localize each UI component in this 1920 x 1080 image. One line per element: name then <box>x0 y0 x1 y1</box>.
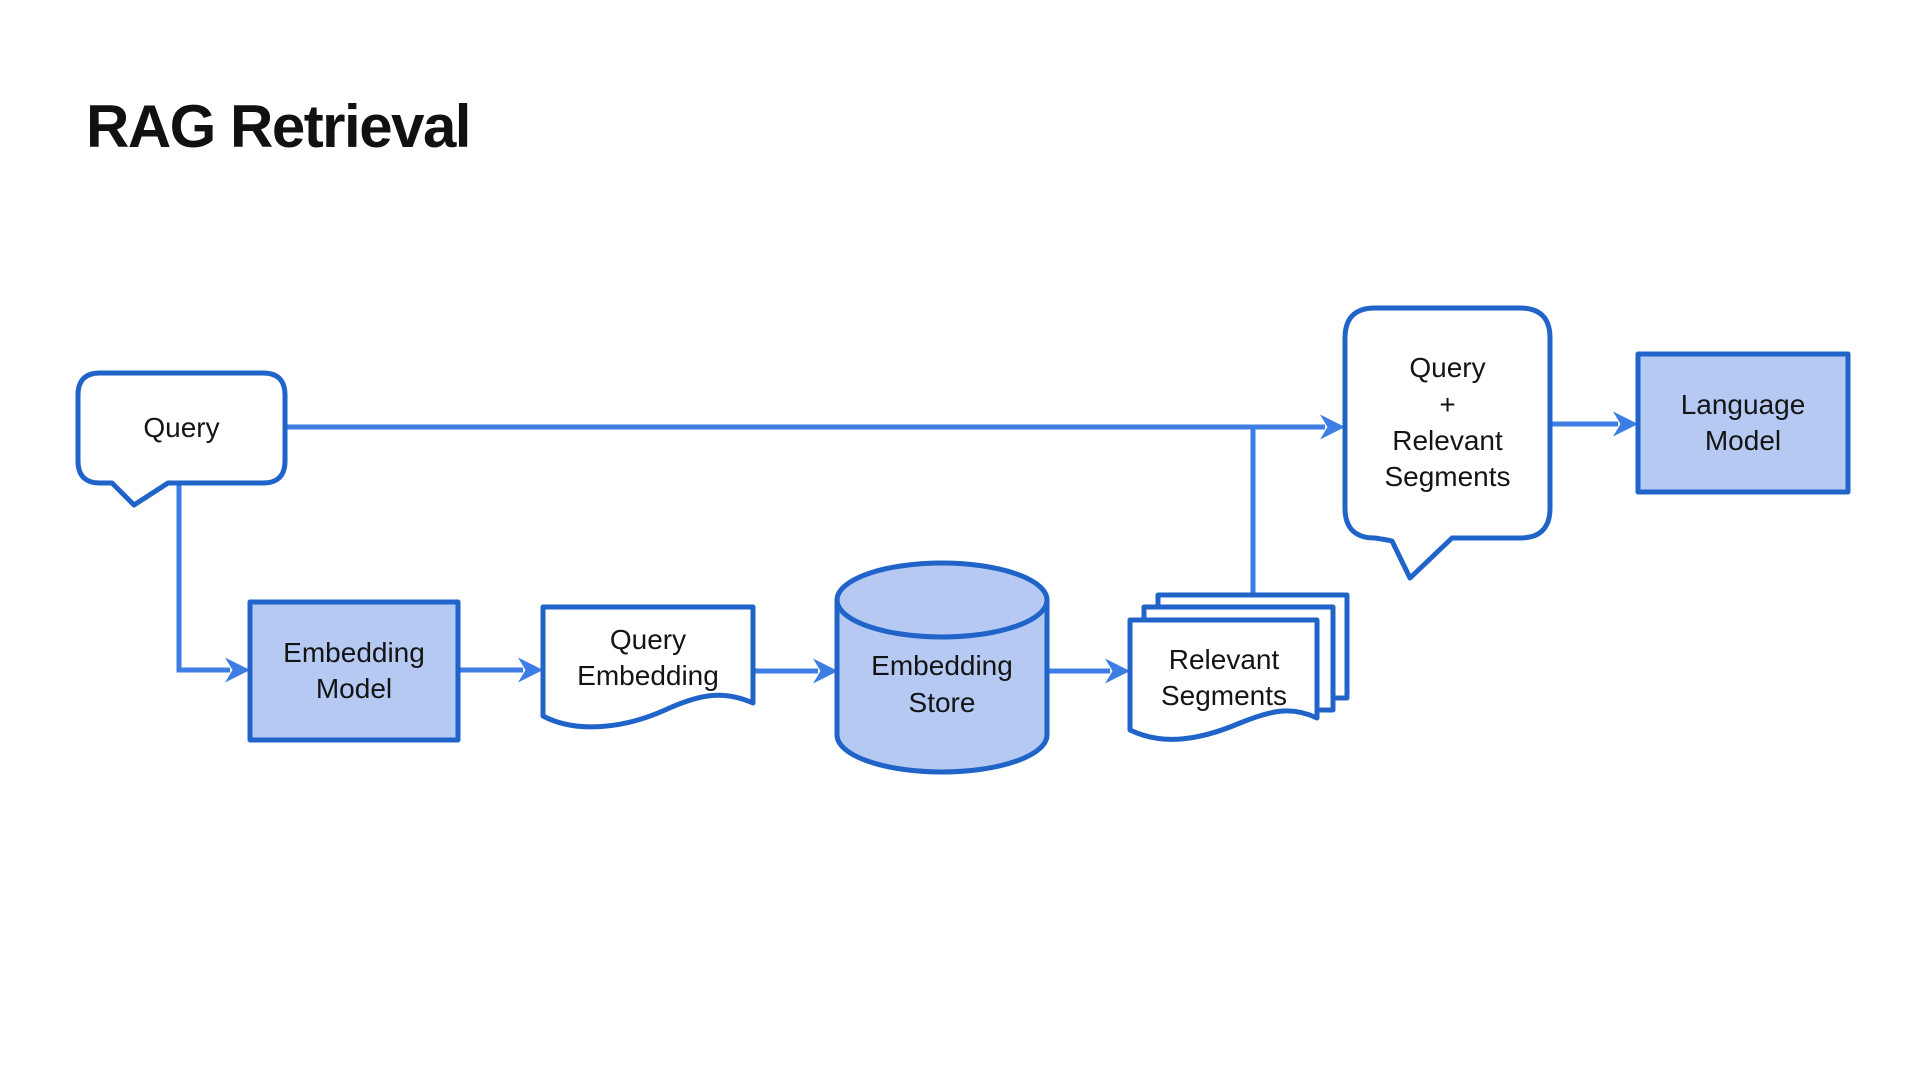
language-model-node-shape <box>1635 351 1851 495</box>
relevant-segments-node-shape <box>1127 617 1320 742</box>
query-node-shape <box>75 370 288 508</box>
embedding-store-body-shape <box>834 597 1050 775</box>
embedding-store-top-shape <box>834 560 1050 640</box>
embedding-model-node-shape <box>247 599 461 743</box>
arrow-query-to-embedding-model <box>176 485 250 683</box>
query-embedding-node-shape <box>540 604 756 730</box>
diagram-title: RAG Retrieval <box>86 93 471 160</box>
query-plus-segments-node-shape <box>1342 305 1553 581</box>
